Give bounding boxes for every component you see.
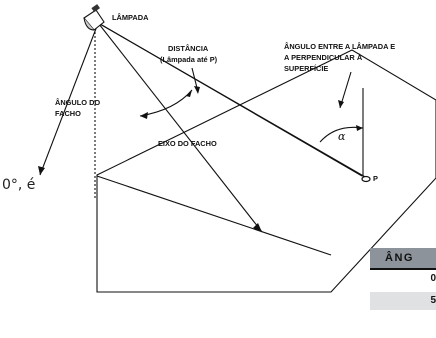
table-header: ÂNG <box>370 248 436 268</box>
beam-edge-left <box>39 25 98 176</box>
alpha-arc-arrowhead <box>356 125 363 131</box>
angle-label-line2: A PERPENDICULAR À <box>284 53 363 62</box>
table-header-rule <box>370 268 436 270</box>
beam-edge-right <box>98 23 263 233</box>
body-text-fragment: 0°, é <box>2 177 36 193</box>
beam-angle-label-line2: FACHO <box>55 109 81 118</box>
table-divider <box>370 288 436 292</box>
beam-left-arrowhead <box>38 166 45 175</box>
angle-label-line3: SUPERFÍCIE <box>284 64 329 73</box>
beam-arc-arrowhead-b <box>186 90 192 97</box>
lamp-label: LÂMPADA <box>112 13 149 22</box>
distance-leader-arrowhead <box>194 86 200 94</box>
beam-axis-label: EIXO DO FACHO <box>158 139 217 148</box>
angle-leader-arrowhead <box>338 100 344 108</box>
distance-label-line2: (Lâmpada até P) <box>160 55 218 64</box>
table-row: 5 <box>370 292 436 310</box>
point-p-label: P <box>373 174 378 183</box>
beam-right-arrowhead <box>253 223 262 232</box>
distance-label-line1: DISTÂNCIA <box>168 44 209 53</box>
surface-plane <box>96 49 436 293</box>
table-row: 0 <box>430 273 436 284</box>
angle-label-line1: ÂNGULO ENTRE A LÂMPADA E <box>284 42 396 51</box>
angle-table: ÂNG 0 5 <box>370 248 436 310</box>
point-p-marker <box>361 175 371 183</box>
distance-line <box>99 23 368 179</box>
alpha-symbol: α <box>338 130 346 143</box>
surface-midline <box>96 175 332 256</box>
beam-angle-label-line1: ÂNGULO DO <box>55 98 101 107</box>
beam-arc-arrowhead-a <box>140 112 148 119</box>
lamp-icon <box>83 4 105 31</box>
